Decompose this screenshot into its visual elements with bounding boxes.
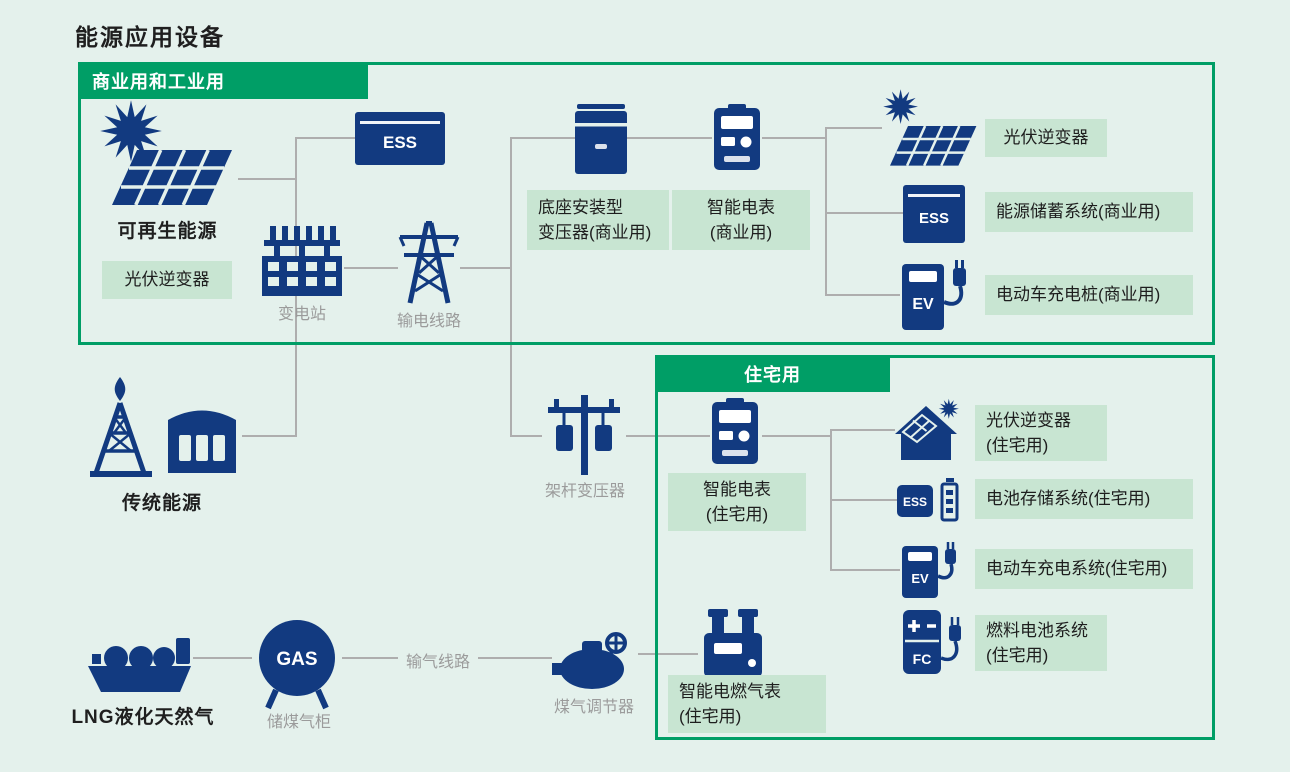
pipeline-label: 输气线路 bbox=[398, 646, 479, 674]
substation-label: 变电站 bbox=[277, 306, 326, 323]
connector-line bbox=[627, 137, 712, 139]
connector-line bbox=[296, 137, 355, 139]
connector-line bbox=[826, 212, 903, 214]
ess-cabinet-detail bbox=[360, 121, 440, 124]
pole-transformer-label: 架杆变压器 bbox=[544, 483, 625, 500]
ev-charger-commercial-tag: 电动车充电桩(商业用) bbox=[985, 275, 1193, 315]
lng-label: LNG液化天然气 bbox=[71, 707, 215, 728]
fuel-cell-tag: 燃料电池系统 (住宅用) bbox=[975, 615, 1107, 671]
gas-tank-label: 储煤气柜 bbox=[266, 714, 331, 731]
connector-line bbox=[511, 137, 575, 139]
pv-array-commercial-icon bbox=[883, 89, 978, 167]
ess-commercial-detail bbox=[908, 194, 960, 197]
substation-icon bbox=[262, 226, 342, 296]
solar-panel-sun-icon bbox=[100, 100, 234, 207]
connector-line bbox=[762, 435, 831, 437]
pad-transformer-tag: 底座安装型 变压器(商业用) bbox=[527, 190, 669, 250]
pv-inverter-residential-tag: 光伏逆变器 (住宅用) bbox=[975, 405, 1107, 461]
ev-text: EV bbox=[912, 296, 934, 313]
ess-cabinet-label: ESS bbox=[382, 132, 418, 152]
connector-line bbox=[826, 294, 900, 296]
smart-meter-commercial-tag: 智能电表 (商业用) bbox=[672, 190, 810, 250]
lng-ship-icon bbox=[88, 638, 191, 692]
residential-section-header: 住宅用 bbox=[655, 355, 890, 392]
transmission-line-label: 输电线路 bbox=[396, 313, 461, 330]
connector-line bbox=[825, 127, 827, 296]
connector-line bbox=[193, 657, 252, 659]
connector-line bbox=[638, 653, 698, 655]
pv-inverter-commercial-tag: 光伏逆变器 bbox=[985, 119, 1107, 157]
ess-commercial-label: ESS bbox=[918, 209, 949, 227]
battery-storage-tag: 电池存储系统(住宅用) bbox=[975, 479, 1193, 519]
pv-inverter-tag: 光伏逆变器 bbox=[102, 261, 232, 299]
gas-regulator-label: 煤气调节器 bbox=[553, 699, 634, 716]
ev-text: EV bbox=[911, 571, 929, 586]
fc-text: FC bbox=[913, 651, 932, 667]
connector-line bbox=[831, 569, 900, 571]
page-title: 能源应用设备 bbox=[75, 24, 225, 50]
connector-line bbox=[242, 435, 296, 437]
ev-charger-residential-icon: EV bbox=[902, 542, 956, 598]
smart-meter-residential-tag: 智能电表 (住宅用) bbox=[668, 473, 806, 531]
connector-line bbox=[831, 429, 895, 431]
connector-line bbox=[626, 435, 710, 437]
connector-line bbox=[510, 137, 512, 437]
house-solar-icon bbox=[895, 398, 959, 460]
fuel-cell-icon: FC bbox=[903, 610, 961, 674]
gas-tank-icon: GAS bbox=[259, 620, 335, 710]
gas-text: GAS bbox=[276, 649, 317, 670]
ess-text: ESS bbox=[903, 495, 927, 509]
battery-storage-icon: ESS bbox=[897, 478, 959, 522]
transmission-tower-icon bbox=[398, 221, 460, 304]
energy-storage-commercial-tag: 能源储蓄系统(商业用) bbox=[985, 192, 1193, 232]
gas-meter-icon bbox=[704, 609, 762, 677]
connector-line bbox=[511, 435, 542, 437]
gas-regulator-icon bbox=[552, 632, 627, 689]
pad-transformer-icon bbox=[575, 104, 627, 174]
oil-derrick-dam-icon bbox=[90, 377, 236, 477]
connector-line bbox=[762, 137, 826, 139]
connector-line bbox=[830, 429, 832, 571]
connector-line bbox=[826, 127, 882, 129]
connector-line bbox=[460, 267, 511, 269]
ev-charger-residential-tag: 电动车充电系统(住宅用) bbox=[975, 549, 1193, 589]
connector-line bbox=[238, 178, 296, 180]
ess-cabinet-icon: ESS bbox=[355, 112, 445, 165]
connector-line bbox=[831, 499, 897, 501]
gas-meter-tag: 智能电燃气表 (住宅用) bbox=[668, 675, 826, 733]
connector-line bbox=[344, 267, 398, 269]
ess-commercial-icon: ESS bbox=[903, 185, 965, 243]
smart-meter-commercial-icon bbox=[714, 104, 760, 170]
pole-transformer-icon bbox=[548, 395, 620, 475]
renewable-energy-label: 可再生能源 bbox=[117, 221, 218, 242]
smart-meter-residential-icon bbox=[712, 398, 758, 464]
commercial-section-header: 商业用和工业用 bbox=[78, 62, 368, 99]
ev-charger-commercial-icon: EV bbox=[902, 260, 966, 330]
traditional-energy-label: 传统能源 bbox=[121, 493, 202, 514]
